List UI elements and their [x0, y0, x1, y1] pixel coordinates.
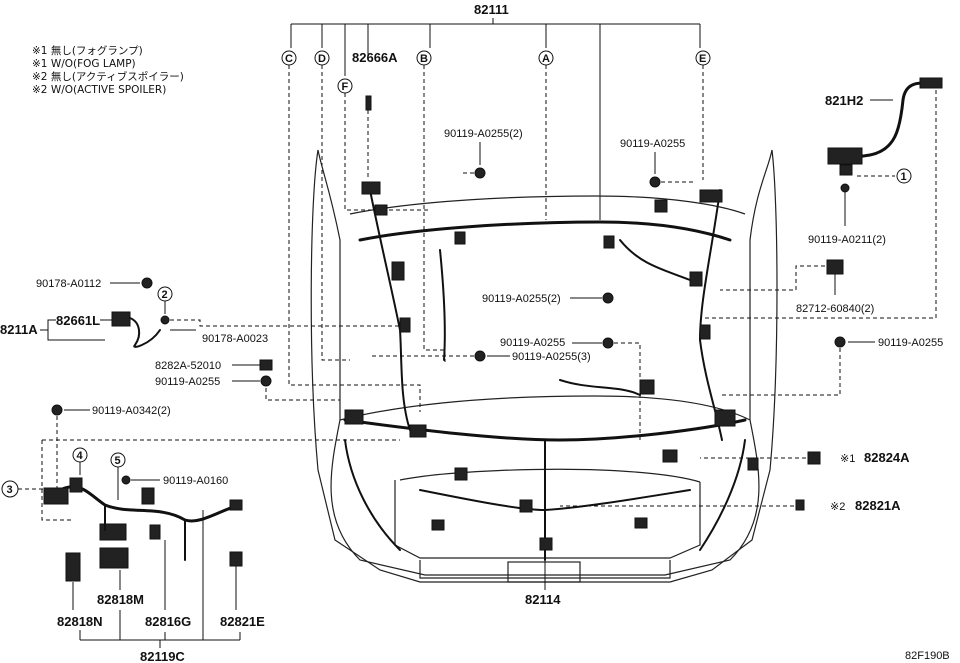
label-90119-A0255-3: 90119-A0255(3)	[512, 351, 591, 363]
figure-code: 82F190B	[905, 650, 950, 662]
svg-text:C: C	[285, 53, 293, 65]
label-90119-A0255-topright: 90119-A0255	[620, 138, 685, 150]
label-82119C: 82119C	[140, 649, 185, 663]
callout-3: 3	[1, 480, 19, 498]
label-8282A-52010: 8282A-52010	[155, 360, 221, 372]
callout-5: 5	[110, 452, 126, 468]
harness-82661L	[111, 311, 161, 348]
clip-82821A	[795, 499, 805, 511]
callout-E: E	[695, 50, 711, 66]
main-harness	[343, 189, 747, 561]
callout-4: 4	[72, 447, 88, 463]
label-90119-A0342-2: 90119-A0342(2)	[92, 405, 171, 417]
label-821H2: 821H2	[825, 93, 863, 108]
label-82818M: 82818M	[97, 592, 144, 607]
engine-connectors	[344, 181, 759, 551]
mark-1: ※1	[840, 453, 855, 465]
note-1-en: ※1 W/O(FOG LAMP)	[32, 58, 136, 70]
note-2-en: ※2 W/O(ACTIVE SPOILER)	[32, 84, 166, 96]
svg-text:3: 3	[7, 484, 13, 496]
svg-text:F: F	[342, 81, 349, 93]
bolt-90119-A0255-2-top	[474, 167, 486, 179]
bolt-90119-A0255-topright	[649, 176, 661, 188]
callout-A: A	[538, 50, 554, 66]
note-1-jp: ※1 無し(フォグランプ)	[32, 44, 143, 57]
label-90119-A0211-2: 90119-A0211(2)	[808, 234, 886, 246]
label-82666A: 82666A	[352, 50, 398, 65]
callout-B: B	[416, 50, 432, 66]
label-90119-A0255-center: 90119-A0255	[500, 337, 565, 349]
label-82816G: 82816G	[145, 614, 191, 629]
label-90178-A0023: 90178-A0023	[202, 333, 268, 345]
label-90119-A0255-right: 90119-A0255	[878, 337, 943, 349]
nut-90178-A0023	[160, 315, 170, 325]
bolt-90119-A0255-3	[474, 350, 486, 362]
label-82821E: 82821E	[220, 614, 265, 629]
svg-text:1: 1	[901, 171, 907, 183]
harness-82119C	[43, 477, 243, 582]
bolt-90119-A0160	[121, 475, 131, 485]
svg-text:D: D	[318, 53, 326, 65]
label-90178-A0112: 90178-A0112	[36, 278, 101, 290]
label-90119-A0255-2-top: 90119-A0255(2)	[444, 128, 523, 140]
svg-text:E: E	[699, 53, 706, 65]
svg-text:A: A	[542, 53, 550, 65]
label-82821A: 82821A	[855, 498, 901, 513]
svg-text:B: B	[420, 53, 428, 65]
label-82111: 82111	[474, 2, 509, 17]
callout-2: 2	[157, 286, 173, 302]
label-82661L: 82661L	[56, 313, 100, 328]
mark-2: ※2	[830, 501, 845, 513]
callout-C: C	[281, 50, 297, 66]
bolt-82666A	[365, 95, 372, 111]
bolt-90119-A0211-2	[840, 183, 850, 193]
callout-D: D	[314, 50, 330, 66]
nut-90178-A0112	[141, 277, 153, 289]
label-90119-A0255-left: 90119-A0255	[155, 376, 220, 388]
harness-821H2	[827, 77, 943, 176]
label-90119-A0255-2-mid: 90119-A0255(2)	[482, 293, 561, 305]
label-82712-60840-2: 82712-60840(2)	[796, 303, 874, 315]
bracket-82111: 82111	[290, 2, 701, 220]
label-82824A: 82824A	[864, 450, 910, 465]
bolt-90119-A0342-2	[51, 404, 63, 416]
svg-text:2: 2	[162, 289, 168, 301]
clip-82712-60840-2	[826, 259, 844, 275]
bolt-90119-A0255-center	[602, 337, 614, 349]
bolt-90119-A0255-2-mid	[602, 292, 614, 304]
bolt-90119-A0255-right	[834, 336, 846, 348]
note-2-jp: ※2 無し(アクティブスポイラー)	[32, 70, 184, 83]
bolt-90119-A0255-left	[260, 375, 272, 387]
label-8211A: 8211A	[0, 322, 38, 337]
callout-1: 1	[896, 168, 912, 184]
callout-F: F	[337, 78, 353, 94]
clip-8282A-52010	[259, 359, 273, 371]
clip-82824A	[807, 451, 821, 465]
label-82114: 82114	[525, 592, 561, 607]
label-90119-A0160: 90119-A0160	[163, 475, 228, 487]
svg-text:5: 5	[115, 455, 121, 467]
label-82818N: 82818N	[57, 614, 103, 629]
svg-text:4: 4	[77, 450, 84, 462]
